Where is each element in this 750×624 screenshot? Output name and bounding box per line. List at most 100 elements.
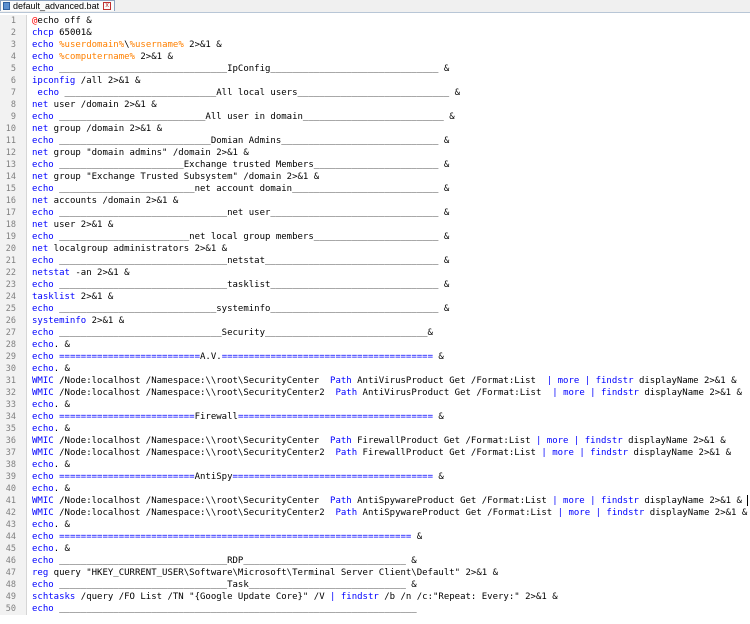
- fold-margin: [20, 135, 27, 147]
- code-token: echo: [32, 604, 54, 614]
- line-number: 45: [0, 543, 20, 555]
- code-token: echo: [32, 556, 54, 566]
- code-token: echo: [32, 352, 54, 362]
- code-token: echo: [32, 364, 54, 374]
- fold-margin: [20, 111, 27, 123]
- code-token: echo: [32, 232, 54, 242]
- code-token: accounts /domain 2>&1 &: [48, 196, 179, 206]
- code-token: ______________________________Security__…: [53, 328, 433, 338]
- fold-margin: [20, 159, 27, 171]
- code-token: Path: [335, 448, 358, 458]
- code-token: more: [546, 436, 569, 446]
- line-number: 23: [0, 279, 20, 291]
- code-text: tasklist 2>&1 &: [27, 291, 113, 303]
- fold-margin: [20, 195, 27, 207]
- code-token: /Node:localhost /Namespace:\\root\Securi…: [53, 388, 336, 398]
- fold-margin: [20, 123, 27, 135]
- code-token: net: [32, 220, 49, 230]
- fold-margin: [20, 171, 27, 183]
- code-token: Firewall: [194, 412, 238, 422]
- line-number: 18: [0, 219, 20, 231]
- line-number: 36: [0, 435, 20, 447]
- line-number: 11: [0, 135, 20, 147]
- code-token: &: [411, 532, 423, 542]
- line-number: 38: [0, 459, 20, 471]
- code-token: /Node:localhost /Namespace:\\root\Securi…: [53, 496, 331, 506]
- code-token: _______________________Exchange trusted …: [53, 160, 450, 170]
- code-line[interactable]: 19 echo ________________________net local…: [0, 231, 750, 243]
- tab-default-advanced-bat[interactable]: default_advanced.bat x: [0, 0, 116, 11]
- code-token: echo: [32, 340, 54, 350]
- text-caret: [747, 495, 749, 506]
- code-token: ________________________net local group …: [53, 232, 450, 242]
- code-token: ====================================: [237, 412, 434, 422]
- fold-margin: [20, 363, 27, 375]
- close-icon[interactable]: x: [103, 2, 112, 10]
- code-line[interactable]: 1@echo off &: [0, 15, 750, 27]
- code-text: @echo off &: [27, 15, 92, 27]
- line-number: 14: [0, 171, 20, 183]
- line-number: 8: [0, 99, 20, 111]
- code-text: echo _______________________________IpCo…: [27, 63, 449, 75]
- code-token: displayName 2>&1 &: [633, 376, 737, 386]
- code-token: =====================================: [232, 472, 433, 482]
- code-token: user 2>&1 &: [48, 220, 114, 230]
- code-text: net accounts /domain 2>&1 &: [27, 195, 178, 207]
- code-token: net: [32, 100, 49, 110]
- code-token: findstr: [595, 376, 634, 386]
- code-line[interactable]: 7 echo ____________________________All l…: [0, 87, 750, 99]
- code-line[interactable]: 18 net user 2>&1 &: [0, 219, 750, 231]
- line-number: 19: [0, 231, 20, 243]
- fold-margin: [20, 339, 27, 351]
- line-number: 7: [0, 87, 20, 99]
- code-token: query "HKEY_CURRENT_USER\Software\Micros…: [48, 568, 498, 578]
